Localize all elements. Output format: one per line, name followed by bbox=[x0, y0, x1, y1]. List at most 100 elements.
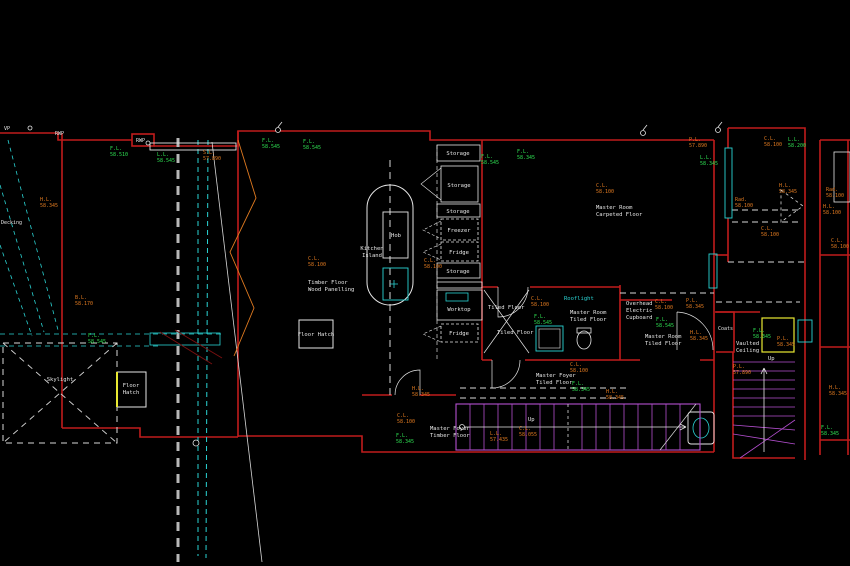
ensuite-label: Tiled Floor bbox=[570, 317, 607, 323]
rwp-label: RWP bbox=[55, 131, 64, 137]
tiled-floor-label: Tiled Floor bbox=[488, 305, 525, 311]
rwp-label: RWP bbox=[136, 138, 145, 144]
worktop-label: Worktop bbox=[447, 307, 470, 313]
tiled-floor-label: Tiled Floor bbox=[497, 330, 534, 336]
decking-label: Decking bbox=[1, 220, 22, 226]
level-label: L.L. bbox=[157, 152, 169, 158]
level-label: L.L. bbox=[490, 431, 502, 437]
vp-label: VP bbox=[4, 126, 10, 132]
fixtures bbox=[27, 121, 850, 447]
level-value: 58.345 bbox=[777, 342, 795, 348]
level-label: F.L. bbox=[303, 139, 315, 145]
cupboard-label: Overhead bbox=[626, 301, 653, 307]
level-value: 58.545 bbox=[157, 158, 175, 164]
level-label: H.L. bbox=[823, 204, 835, 210]
level-label: H.L. bbox=[690, 330, 702, 336]
vaulted-ceiling-label: Vaulted bbox=[736, 341, 759, 347]
level-value: 58.545 bbox=[262, 144, 280, 150]
level-label: F.L. bbox=[262, 138, 274, 144]
cupboard-label: Cupboard bbox=[626, 315, 653, 321]
level-label: C.L. bbox=[570, 362, 582, 368]
level-value: 58.055 bbox=[519, 432, 537, 438]
level-value: 58.545 bbox=[88, 339, 106, 345]
construction-lines bbox=[0, 138, 805, 563]
level-value: 58.100 bbox=[823, 210, 841, 216]
level-value: 58.510 bbox=[110, 152, 128, 158]
level-label: F.L. bbox=[753, 328, 765, 334]
level-label: C.L. bbox=[308, 256, 320, 262]
level-label: C.L. bbox=[519, 426, 531, 432]
level-value: 57.435 bbox=[490, 437, 508, 443]
stairs bbox=[455, 361, 796, 459]
up-label: Up bbox=[528, 417, 535, 423]
level-value: 58.100 bbox=[397, 419, 415, 425]
level-value: 58.345 bbox=[40, 203, 58, 209]
level-label: F.L. bbox=[110, 146, 122, 152]
floor-hatch-label: Floor bbox=[123, 383, 140, 389]
level-label: P.L. bbox=[686, 298, 698, 304]
level-value: 58.345 bbox=[572, 387, 590, 393]
level-value: 58.100 bbox=[570, 368, 588, 374]
kitchen-island-label: Kitchen bbox=[360, 246, 383, 252]
level-label: C.L. bbox=[764, 136, 776, 142]
level-label: F.L. bbox=[481, 154, 493, 160]
level-label: F.L. bbox=[572, 381, 584, 387]
level-label: Rad. bbox=[735, 197, 747, 203]
level-value: 58.345 bbox=[753, 334, 771, 340]
level-label: C.L. bbox=[424, 258, 436, 264]
level-value: 58.345 bbox=[779, 189, 797, 195]
door-arcs bbox=[394, 286, 714, 396]
level-value: 58.345 bbox=[700, 161, 718, 167]
level-value: 58.200 bbox=[788, 143, 806, 149]
text-labels: VP RWP RWP Decking Skylight Floor Hatch … bbox=[1, 126, 849, 445]
level-label: P.L. bbox=[733, 364, 745, 370]
level-value: 58.100 bbox=[735, 203, 753, 209]
level-value: 58.345 bbox=[829, 391, 847, 397]
walls bbox=[0, 127, 850, 460]
foyer-tiled-label: Tiled Floor bbox=[536, 380, 573, 386]
storage-label: Storage bbox=[447, 183, 470, 189]
landing-label: Master Room bbox=[645, 334, 682, 340]
level-value: 58.545 bbox=[481, 160, 499, 166]
vaulted-ceiling-label: Ceiling bbox=[736, 348, 759, 354]
storage-label: Storage bbox=[446, 209, 469, 215]
level-value: 58.545 bbox=[534, 320, 552, 326]
level-value: 58.100 bbox=[308, 262, 326, 268]
level-value: 58.100 bbox=[764, 142, 782, 148]
level-value: 58.545 bbox=[656, 323, 674, 329]
master-room-label: Carpeted Floor bbox=[596, 212, 643, 218]
level-value: 58.545 bbox=[303, 145, 321, 151]
storage-label: Storage bbox=[446, 151, 469, 157]
landing-label: Tiled Floor bbox=[645, 341, 682, 347]
level-value: 58.345 bbox=[690, 336, 708, 342]
level-label: L.L. bbox=[700, 155, 712, 161]
level-label: H.L. bbox=[40, 197, 52, 203]
up-label: Up bbox=[768, 356, 775, 362]
master-room-label: Master Room bbox=[596, 205, 633, 211]
foyer-tiled-label: Master Foyer bbox=[536, 373, 576, 379]
level-value: 58.100 bbox=[596, 189, 614, 195]
cupboard-label: Electric bbox=[626, 308, 653, 314]
level-label: P.L. bbox=[777, 336, 789, 342]
level-value: 57.890 bbox=[689, 143, 707, 149]
storage-label: Storage bbox=[446, 269, 469, 275]
floor-hatch-label: Floor Hatch bbox=[298, 332, 334, 338]
level-value: 58.100 bbox=[761, 232, 779, 238]
skylight-label: Skylight bbox=[47, 377, 74, 383]
level-value: 57.890 bbox=[733, 370, 751, 376]
level-label: B.L. bbox=[75, 295, 87, 301]
level-label: L.L. bbox=[788, 137, 800, 143]
kitchen-floor-label: Wood Panelling bbox=[308, 287, 354, 293]
level-label: S.L. bbox=[203, 150, 215, 156]
level-value: 58.345 bbox=[517, 155, 535, 161]
coats-label: Coats bbox=[718, 326, 733, 332]
kitchen-island-label: Island bbox=[362, 253, 382, 259]
level-value: 58.345 bbox=[396, 439, 414, 445]
level-label: F.L. bbox=[396, 433, 408, 439]
level-label: C.L. bbox=[831, 238, 843, 244]
floor-hatch-label: Hatch bbox=[123, 390, 140, 396]
freezer-label: Freezer bbox=[447, 228, 471, 234]
level-value: 58.100 bbox=[826, 193, 844, 199]
